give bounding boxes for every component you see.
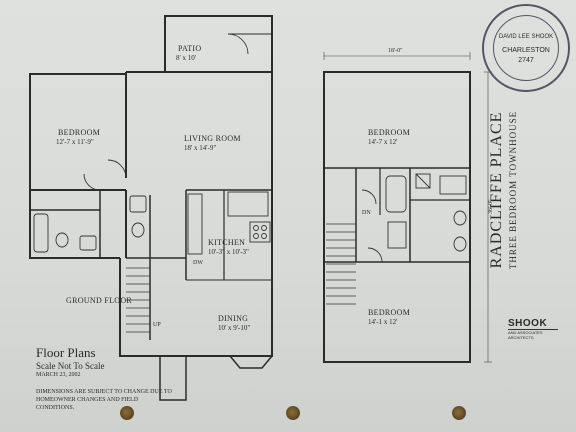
disclaimer-note: DIMENSIONS ARE SUBJECT TO CHANGE DUE TO … xyxy=(36,389,172,411)
seal-city: CHARLESTON xyxy=(502,47,550,54)
stair-down-label: DN xyxy=(362,210,371,216)
upper-bedroom-top-dim: 14'-7 x 12' xyxy=(368,138,398,146)
project-title-block: RADCLIFFE PLACE THREE BEDROOM TOWNHOUSE xyxy=(488,105,528,275)
punch-hole xyxy=(120,406,134,420)
scale-note: Scale Not To Scale xyxy=(36,361,105,371)
seal-name: DAVID LEE SHOOK xyxy=(498,34,554,40)
dining-dim: 10' x 9'-10" xyxy=(218,324,251,332)
project-name: RADCLIFFE PLACE xyxy=(488,111,505,269)
upper-bedroom-bottom-label: BEDROOM xyxy=(368,308,411,317)
architect-block: SHOOK AND ASSOCIATES ARCHITECTS xyxy=(508,318,558,340)
seal-inner-ring xyxy=(493,15,559,81)
floor-plans-title: Floor Plans xyxy=(36,345,96,360)
patio-dim: 8' x 10' xyxy=(176,54,197,62)
architect-subtitle: AND ASSOCIATES ARCHITECTS xyxy=(508,329,558,340)
stair-up-label: UP xyxy=(153,322,161,328)
ground-floor-label: GROUND FLOOR xyxy=(66,296,133,305)
plan-date: MARCH 23, 2002 xyxy=(36,372,81,378)
punch-hole xyxy=(286,406,300,420)
kitchen-label: KITCHEN xyxy=(208,238,246,247)
upper-bedroom-bottom-dim: 14'-1 x 12' xyxy=(368,318,398,326)
project-subtitle: THREE BEDROOM TOWNHOUSE xyxy=(508,110,518,270)
living-room-dim: 18' x 14'-9" xyxy=(184,144,217,152)
dishwasher-label: DW xyxy=(193,260,203,266)
bedroom-dim: 12'-7 x 11'-9" xyxy=(56,138,94,146)
architect-seal: DAVID LEE SHOOK CHARLESTON 2747 xyxy=(482,4,570,92)
dining-label: DINING xyxy=(218,314,249,323)
living-room-label: LIVING ROOM xyxy=(184,134,241,143)
punch-hole xyxy=(452,406,466,420)
upper-bedroom-top-label: BEDROOM xyxy=(368,128,411,137)
seal-number: 2747 xyxy=(518,57,534,64)
width-dim-label: 18'-0" xyxy=(388,48,403,54)
patio-label: PATIO xyxy=(178,44,202,53)
kitchen-dim: 10'-3" x 10'-3" xyxy=(208,248,249,256)
architect-name: SHOOK xyxy=(508,318,548,329)
bedroom-label: BEDROOM xyxy=(58,128,101,137)
